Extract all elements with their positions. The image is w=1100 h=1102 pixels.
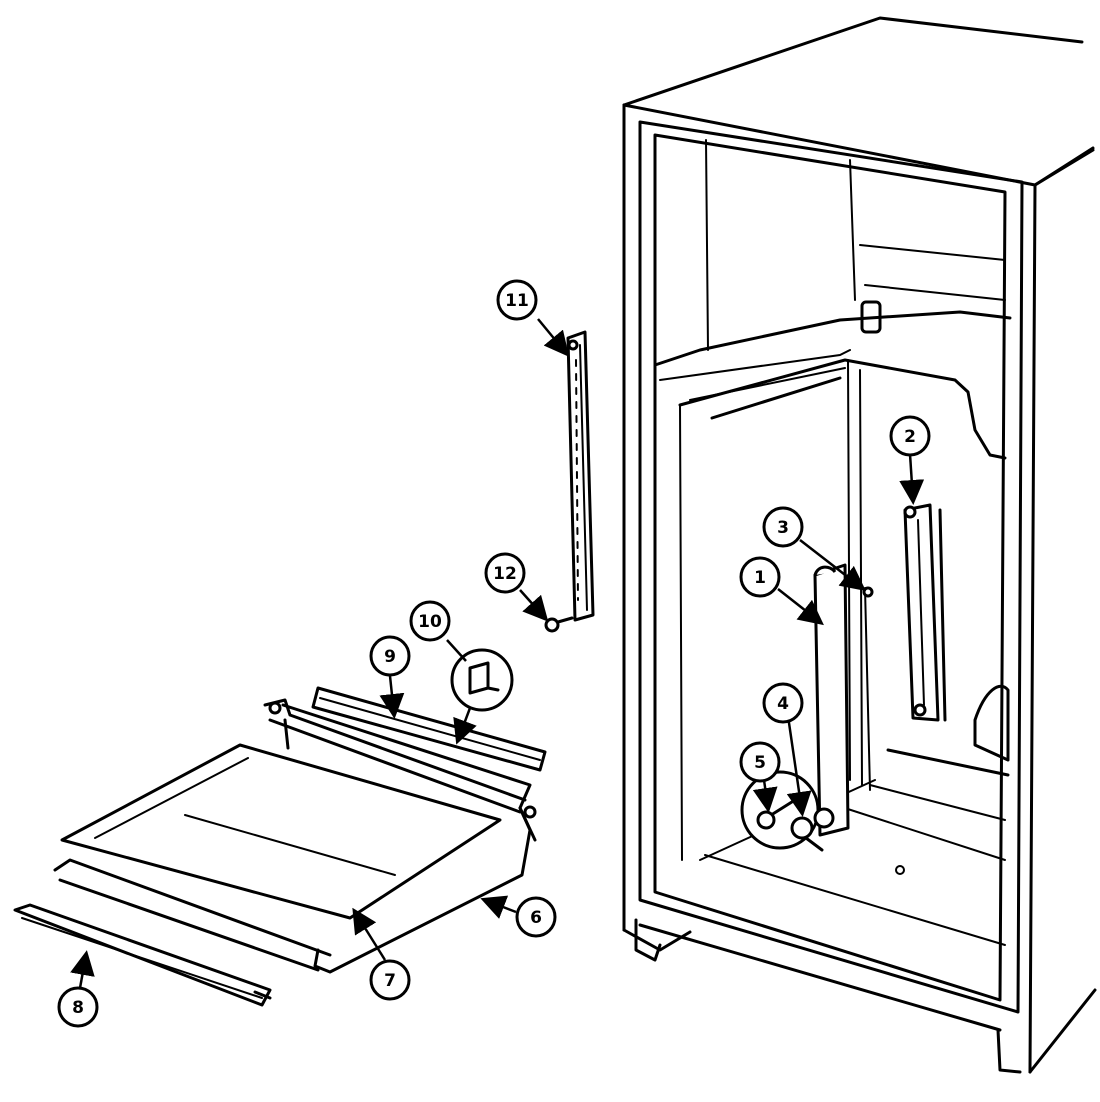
- callout-label-1: 1: [754, 568, 766, 588]
- callout-label-5: 5: [754, 753, 766, 773]
- callout-label-10: 10: [418, 612, 442, 632]
- callout-6: 6: [515, 896, 557, 938]
- glass-shelf: [53, 698, 537, 974]
- callout-label-8: 8: [72, 998, 84, 1018]
- callout-8: 8: [57, 986, 99, 1028]
- clip-detail: [450, 648, 514, 712]
- callout-label-6: 6: [530, 908, 542, 928]
- callout-1: 1: [739, 556, 781, 598]
- callout-label-11: 11: [505, 291, 529, 311]
- rail-clip: [544, 616, 574, 633]
- callout-label-2: 2: [904, 427, 916, 447]
- callout-9: 9: [369, 635, 411, 677]
- callout-label-9: 9: [384, 647, 396, 667]
- shelf-trim-rear: [311, 686, 547, 772]
- callout-label-7: 7: [384, 971, 396, 991]
- callout-label-12: 12: [493, 564, 517, 584]
- shelf-trim-front: [13, 903, 272, 1007]
- callout-3: 3: [762, 506, 804, 548]
- callout-5: 5: [739, 741, 781, 783]
- callout-label-4: 4: [777, 694, 789, 714]
- refrigerator-cabinet: [622, 16, 1097, 1074]
- leader-lines: [70, 318, 925, 989]
- callout-label-3: 3: [777, 518, 789, 538]
- callout-12: 12: [484, 552, 526, 594]
- callout-2: 2: [889, 415, 931, 457]
- callout-7: 7: [369, 959, 411, 1001]
- shelf-rail: [566, 330, 595, 622]
- shelf-support-right: [903, 503, 947, 722]
- shelf-support-center: [813, 563, 874, 837]
- callout-10: 10: [409, 600, 451, 642]
- callout-11: 11: [496, 279, 538, 321]
- callout-4: 4: [762, 682, 804, 724]
